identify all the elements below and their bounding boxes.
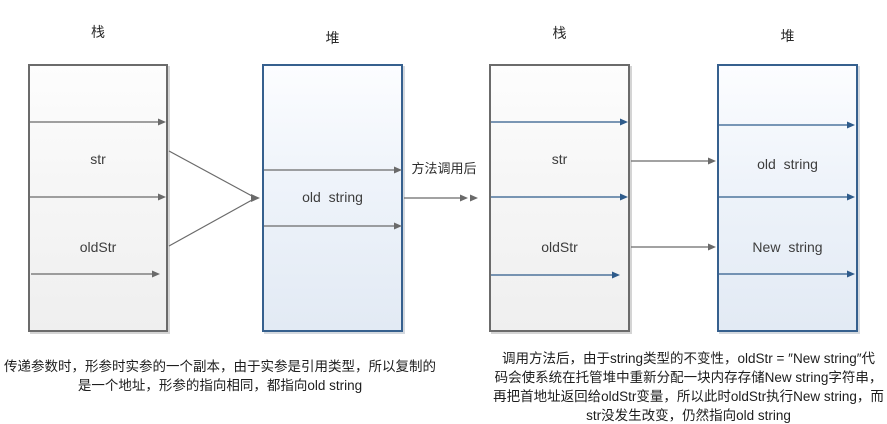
- stack-box-after: [489, 64, 630, 332]
- caption-line: 传递参数时，形参时实参的一个副本，由于实参是引用类型，所以复制的: [4, 359, 436, 374]
- oldstr-to-new-string-connector: [631, 243, 716, 251]
- transition-label: 方法调用后: [411, 161, 477, 176]
- converge-arrows-to-old-string: [168, 150, 260, 247]
- str-to-old-string-connector: [631, 157, 716, 165]
- caption-line: str没发生改变，仍然指向old string: [586, 408, 791, 423]
- column-header-heap-before: 堆: [325, 30, 340, 46]
- slot-label-new-string-after: New string: [752, 239, 823, 255]
- heap-box-before: [262, 64, 403, 332]
- slot-label-old-string-before: old string: [302, 189, 363, 205]
- method-call-transition-arrow: [404, 194, 478, 202]
- caption-line: 是一个地址，形参的指向相同，都指向old string: [77, 378, 363, 393]
- caption-right: 调用方法后，由于string类型的不变性，oldStr = ″New strin…: [490, 349, 887, 424]
- caption-line: 再把首地址返回给oldStr变量，所以此时oldStr执行New string，…: [493, 389, 884, 404]
- caption-left: 传递参数时，形参时实参的一个副本，由于实参是引用类型，所以复制的 是一个地址，形…: [2, 357, 438, 395]
- stack-before-pointer-arrows: [30, 118, 166, 278]
- stack-after-pointer-arrows: [491, 118, 628, 279]
- heap-box-after: [717, 64, 858, 332]
- slot-label-str-before: str: [90, 151, 106, 167]
- slot-label-old-string-after: old string: [757, 156, 818, 172]
- column-header-heap-after: 堆: [780, 28, 795, 44]
- caption-line: 调用方法后，由于string类型的不变性，oldStr = ″New strin…: [502, 351, 875, 366]
- heap-after-pointer-arrows: [719, 121, 855, 278]
- column-header-stack-after: 栈: [552, 25, 567, 41]
- slot-label-oldstr-after: oldStr: [541, 239, 578, 255]
- column-header-stack-before: 栈: [91, 24, 105, 40]
- slot-label-oldstr-before: oldStr: [79, 239, 117, 255]
- slot-label-str-after: str: [551, 151, 568, 167]
- heap-before-pointer-arrows: [264, 166, 402, 230]
- stack-box-before: [28, 64, 168, 332]
- caption-line: 码会使系统在托管堆中重新分配一块内存存储New string字符串，: [494, 370, 883, 385]
